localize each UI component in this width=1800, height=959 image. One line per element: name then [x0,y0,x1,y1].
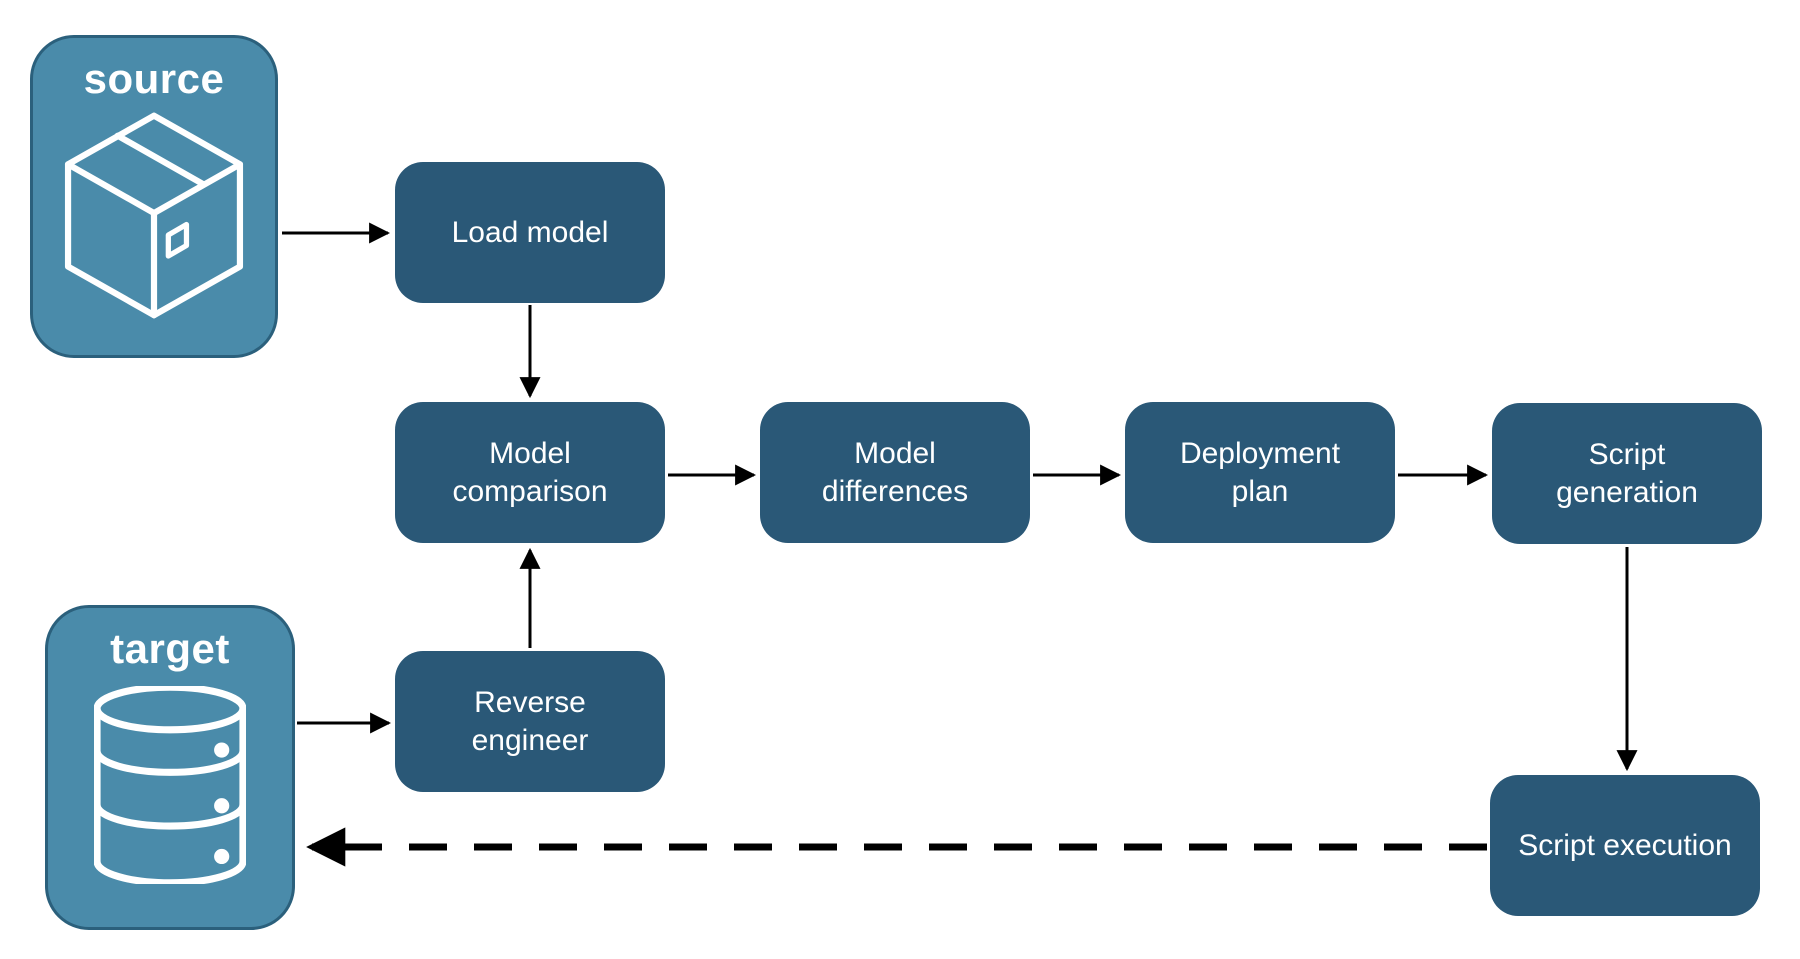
node-script-generation: Script generation [1492,403,1762,544]
target-label: target [110,625,230,672]
node-label: Model comparison [452,436,608,508]
node-label: Deployment plan [1179,436,1341,508]
node-load-model: Load model [395,162,665,303]
source-label: source [83,55,225,102]
node-label: Script execution [1518,828,1732,862]
node-model-comparison: Model comparison [395,402,665,543]
node-model-differences: Model differences [760,402,1030,543]
node-label: Model differences [821,436,969,508]
node-label: Load model [451,215,609,249]
node-label: Script generation [1556,437,1698,509]
node-reverse-engineer: Reverse engineer [395,651,665,792]
node-deployment-plan: Deployment plan [1125,402,1395,543]
node-script-execution: Script execution [1490,775,1760,916]
source-entity: source [30,35,278,358]
database-icon [94,686,246,884]
package-icon [64,112,244,319]
target-entity: target [45,605,295,930]
node-label: Reverse engineer [471,685,589,757]
